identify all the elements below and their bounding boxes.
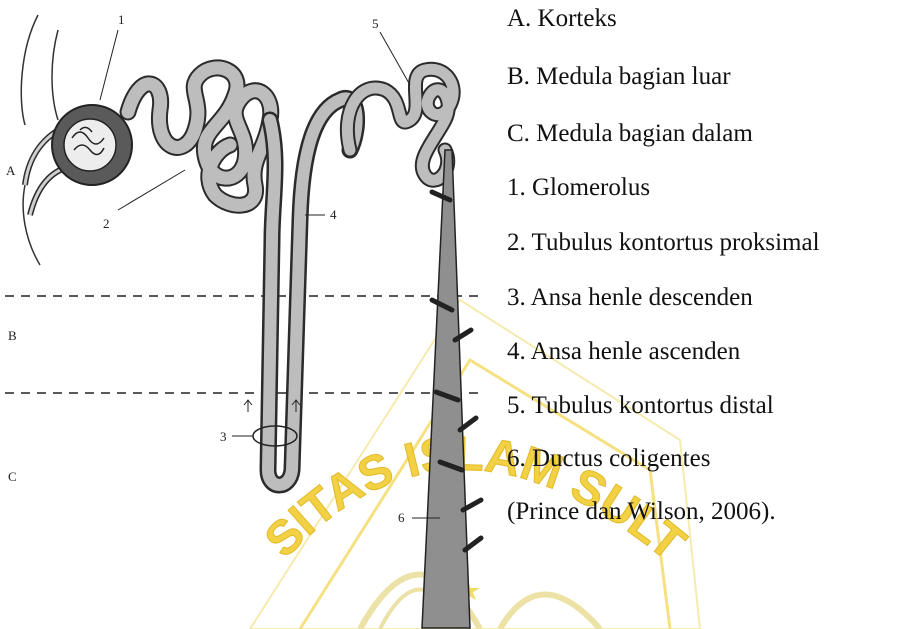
legend-item-2: 2. Tubulus kontortus proksimal (507, 229, 820, 257)
zone-label-a: A (6, 163, 15, 179)
legend-item-b: B. Medula bagian luar (507, 63, 731, 91)
part-number-1: 1 (118, 12, 125, 27)
glomerulus (52, 105, 132, 185)
legend-item-a: A. Korteks (507, 5, 617, 33)
zone-label-b: B (8, 328, 17, 344)
part-number-2: 2 (103, 216, 110, 231)
proximal-convoluted-tubule (128, 68, 271, 205)
part-number-6: 6 (398, 510, 405, 525)
legend-item-4: 4. Ansa henle ascenden (507, 338, 740, 366)
legend-item-6: 6. Ductus coligentes (507, 445, 710, 473)
legend-item-3: 3. Ansa henle descenden (507, 284, 753, 312)
zone-label-c: C (8, 469, 17, 485)
efferent-arteriole (30, 168, 65, 215)
legend-citation: (Prince dan Wilson, 2006). (507, 498, 776, 526)
part-number-5: 5 (372, 16, 379, 31)
legend-item-c: C. Medula bagian dalam (507, 120, 753, 148)
legend-item-5: 5. Tubulus kontortus distal (507, 392, 774, 420)
legend-item-1: 1. Glomerolus (507, 174, 650, 202)
part-number-4: 4 (330, 207, 337, 222)
part-number-3: 3 (220, 429, 227, 444)
